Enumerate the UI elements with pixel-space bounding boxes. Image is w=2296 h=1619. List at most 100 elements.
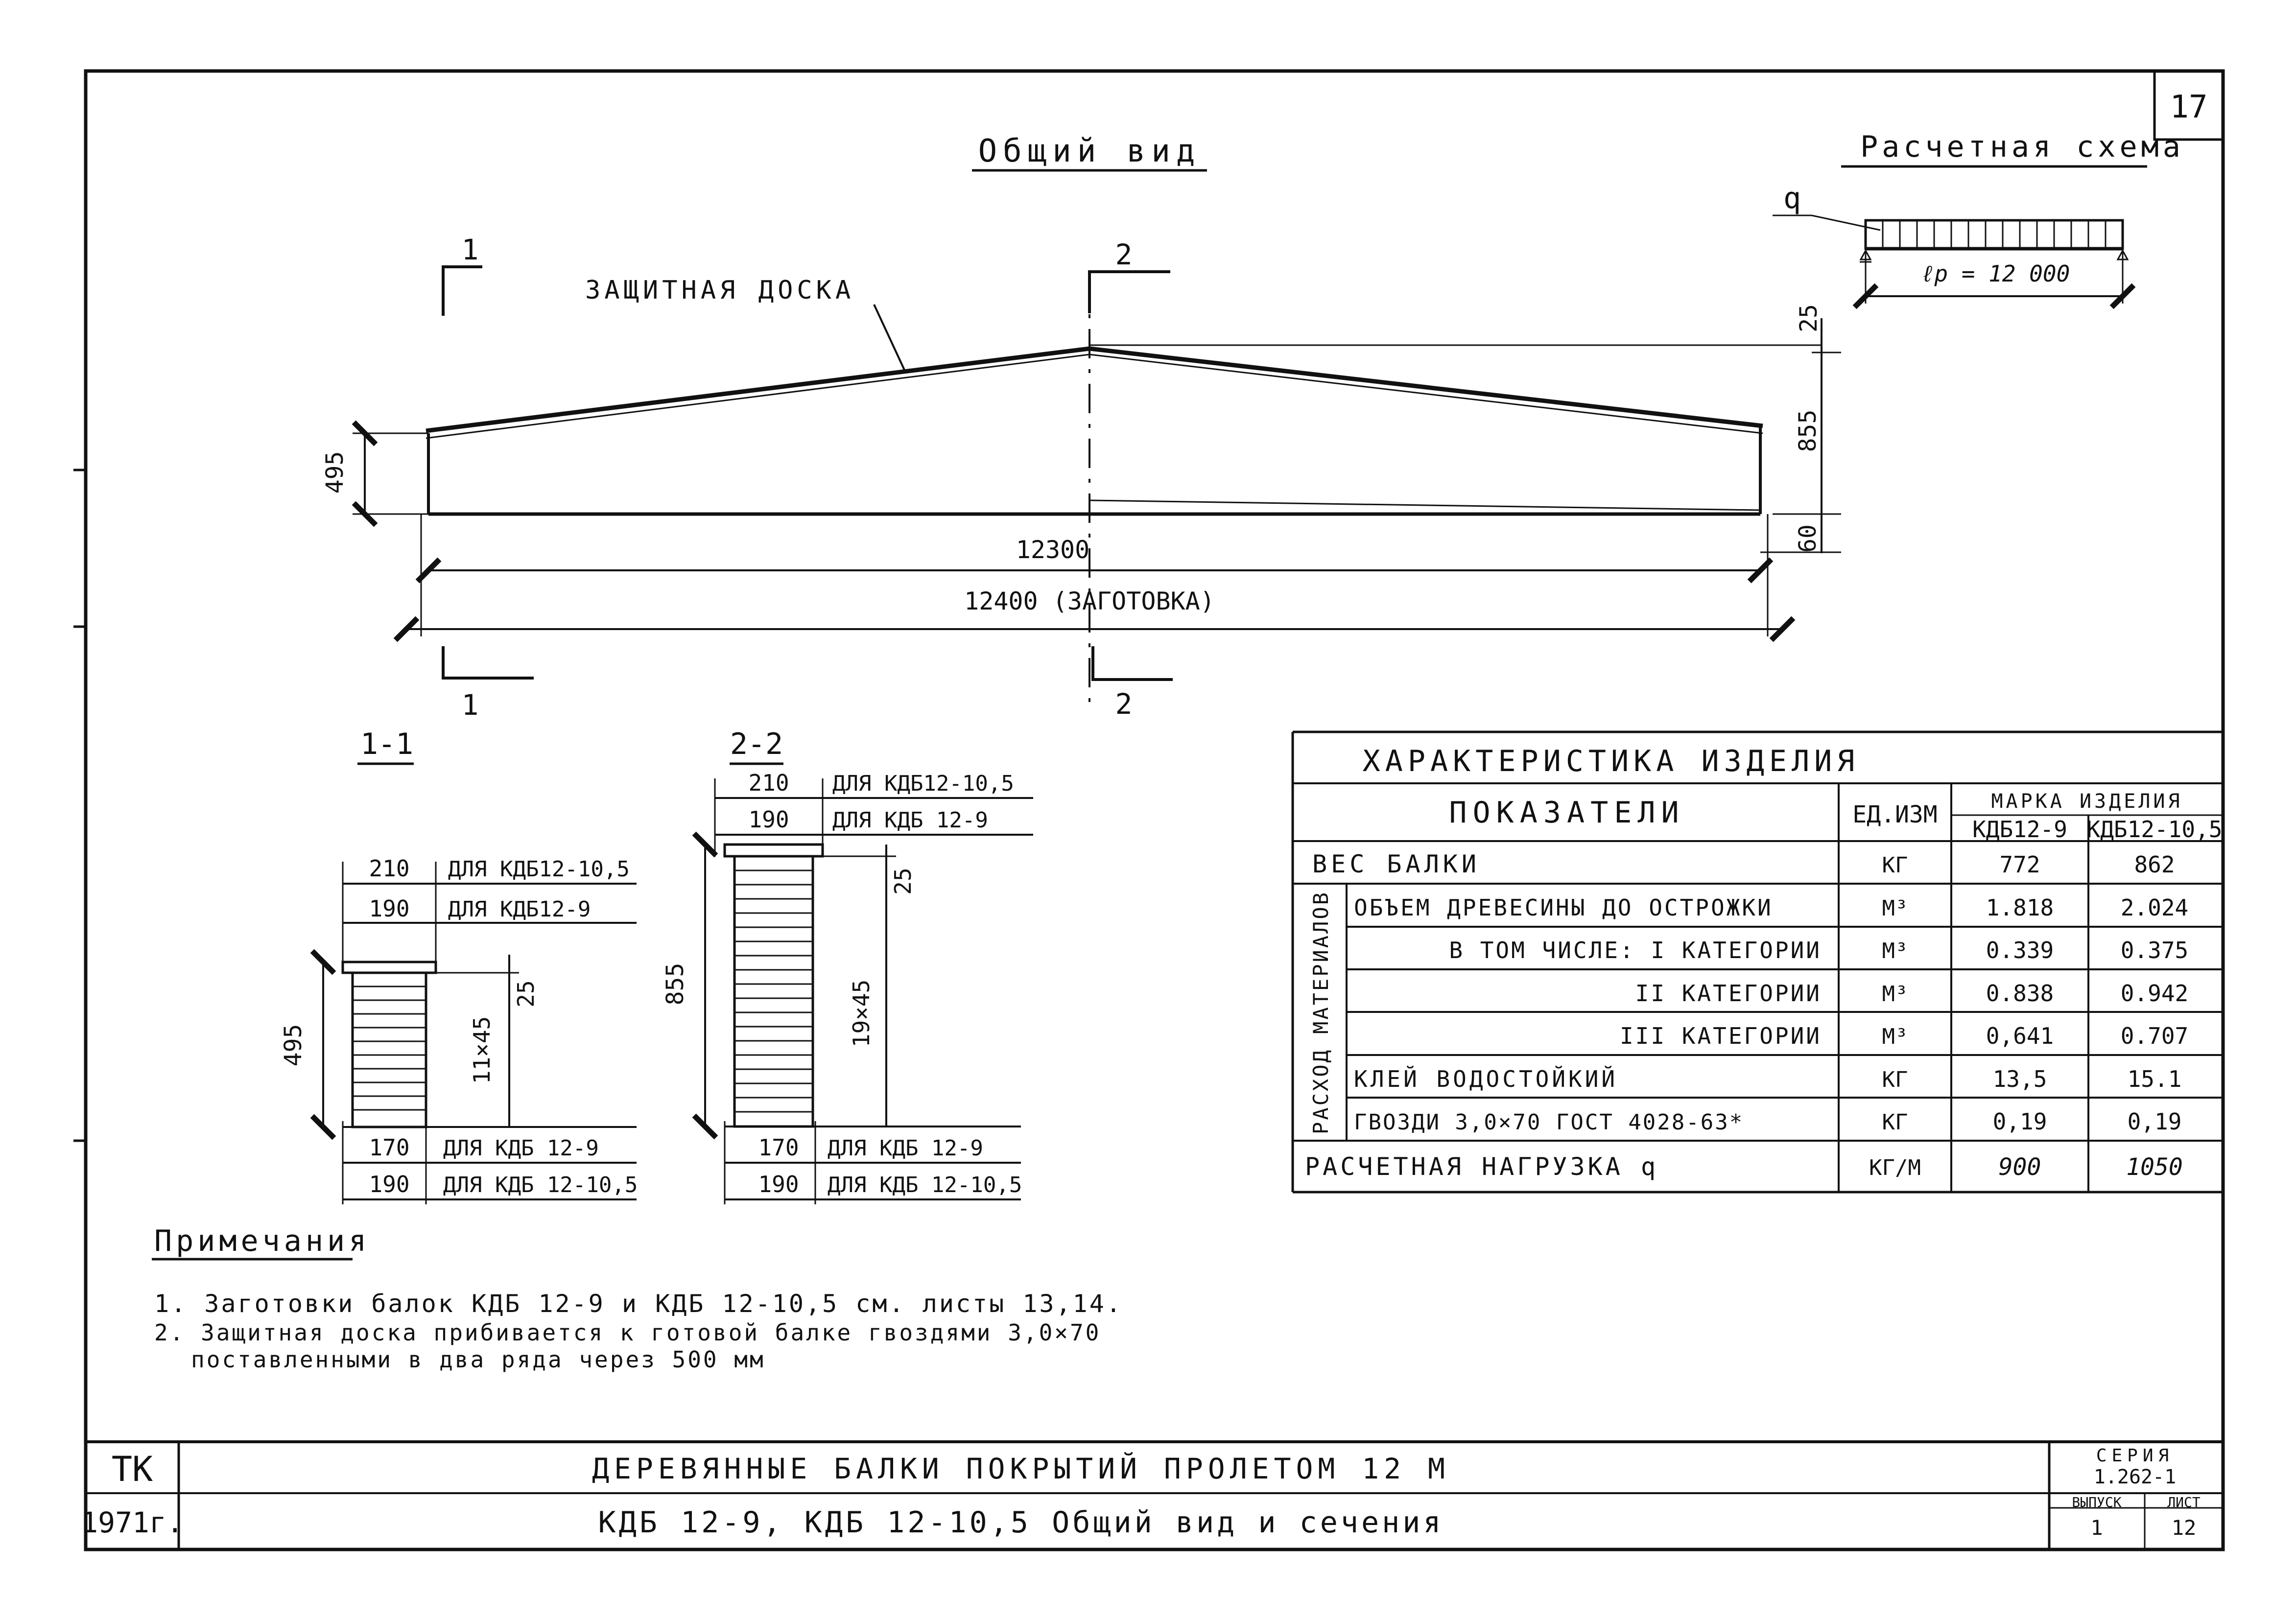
row-value-m1: 0.339 — [1986, 937, 2054, 963]
general-view-title: Общий вид — [978, 133, 1201, 169]
row-name: В ТОМ ЧИСЛЕ: I КАТЕГОРИИ — [1449, 937, 1822, 963]
row-unit: КГ/М — [1869, 1155, 1921, 1180]
row-unit: КГ — [1882, 853, 1908, 878]
section-2-2-height: 855 — [662, 963, 689, 1006]
beam-elevation — [426, 344, 1822, 516]
row-value-m1: 0,641 — [1986, 1023, 2054, 1049]
sheet-number: 17 — [2170, 89, 2207, 125]
section-2-2-layers: 19×45 — [848, 980, 875, 1047]
section-2-2-board: 25 — [890, 868, 916, 894]
section-1-1-rows-bottom: 170 ДЛЯ КДБ 12-9 190 ДЛЯ КДБ 12-10,5 — [342, 1121, 638, 1204]
characteristics-table — [1291, 730, 2223, 1194]
title-block-issue-label: ВЫПУСК — [2072, 1494, 2121, 1510]
title-block-series: 1.262-1 — [2094, 1466, 2177, 1488]
calc-scheme-title: Расчетная схема — [1860, 130, 2184, 164]
title-block-sheet-label: ЛИСТ — [2167, 1494, 2201, 1510]
row-name: ОБЪЕМ ДРЕВЕСИНЫ ДО ОСТРОЖКИ — [1354, 894, 1773, 921]
section-mark-1-bottom: 1 — [442, 646, 534, 722]
section-1-1-bottom-text: ДЛЯ КДБ 12-9 — [443, 1136, 599, 1161]
row-unit: М³ — [1882, 896, 1908, 921]
section-mark-2-top: 2 — [1088, 238, 1170, 313]
section-1-1-profile — [341, 961, 437, 1128]
protective-board-leader — [873, 304, 907, 374]
row-name: КЛЕЙ ВОДОСТОЙКИЙ — [1354, 1066, 1618, 1092]
row-name: ГВОЗДИ 3,0×70 ГОСТ 4028-63* — [1354, 1110, 1744, 1135]
section-2-2-profile — [723, 843, 824, 1128]
protective-board-top — [426, 346, 1763, 433]
dim-span: 12300 — [1016, 536, 1090, 564]
row-value-m2: 0.942 — [2121, 980, 2188, 1007]
section-2-2-bottom-text: ДЛЯ КДБ 12-9 — [828, 1136, 983, 1161]
section-2-2-rows-bottom: 170 ДЛЯ КДБ 12-9 190 ДЛЯ КДБ 12-10,5 — [724, 1121, 1022, 1204]
dim-left-height: 495 — [321, 451, 349, 494]
section-1-1-rows-top: 210 ДЛЯ КДБ12-10,5 190 ДЛЯ КДБ12-9 — [342, 855, 637, 972]
dim-bottom: 60 — [1794, 524, 1822, 553]
row-name: II КАТЕГОРИИ — [1635, 980, 1822, 1007]
section-2-2-top-text: ДЛЯ КДБ 12-9 — [832, 808, 988, 833]
row-value-m2: 0.707 — [2121, 1023, 2188, 1049]
section-2-2-top-dim: 190 — [748, 806, 789, 833]
section-mark-2-bottom: 2 — [1091, 646, 1173, 721]
row-value-m1: 0.838 — [1986, 980, 2054, 1007]
section-2-2-bottom-dim: 190 — [758, 1171, 799, 1197]
title-block-series-label: СЕРИЯ — [2096, 1446, 2174, 1466]
note-item: поставленными в два ряда через 500 мм — [191, 1346, 765, 1373]
row-unit: М³ — [1882, 982, 1908, 1007]
section-2-2-bottom-dim: 170 — [758, 1134, 799, 1161]
section-1-1-height: 495 — [280, 1024, 307, 1067]
notes-title: Примечания — [154, 1224, 370, 1258]
title-block-issue: 1 — [2090, 1516, 2103, 1540]
sheet-number-box — [2153, 71, 2223, 141]
section-1-1-top-dim: 210 — [369, 855, 409, 882]
protective-board-label: ЗАЩИТНАЯ ДОСКА — [585, 276, 854, 305]
row-value-m1: 13,5 — [1993, 1066, 2047, 1092]
row-value-m2: 2.024 — [2121, 894, 2188, 921]
section-1-1-bottom-text: ДЛЯ КДБ 12-10,5 — [443, 1173, 638, 1197]
svg-text:2: 2 — [1115, 687, 1133, 721]
characteristics-col-mark: МАРКА ИЗДЕЛИЯ — [1991, 790, 2182, 813]
svg-text:2: 2 — [1115, 238, 1133, 271]
title-block-year: 1971г. — [81, 1506, 184, 1539]
section-2-2-top-dim: 210 — [748, 770, 789, 796]
protective-board-bottom — [426, 353, 1763, 439]
svg-text:1: 1 — [462, 233, 479, 266]
section-1-1-bottom-dim: 170 — [369, 1134, 409, 1161]
calc-load-label: q — [1783, 181, 1801, 215]
row-value-m1: 900 — [1999, 1153, 2041, 1181]
dim-blank-length: 12400 (ЗАГОТОВКА) — [964, 587, 1215, 615]
row-value-m1: 1.818 — [1986, 894, 2054, 921]
row-value-m2: 15.1 — [2128, 1066, 2182, 1092]
dim-top-board: 25 — [1795, 304, 1823, 332]
section-2-2-top-text: ДЛЯ КДБ12-10,5 — [832, 771, 1014, 796]
row-value-m2: 862 — [2134, 851, 2175, 878]
section-1-1-layers: 11×45 — [469, 1016, 495, 1084]
characteristics-rows: ВЕС БАЛКИ КГ 772 862 ОБЪЕМ ДРЕВЕСИНЫ ДО … — [1305, 850, 2188, 1181]
section-1-1-top-text: ДЛЯ КДБ12-9 — [448, 897, 591, 922]
section-2-2-title: 2-2 — [730, 727, 783, 761]
row-value-m1: 772 — [1999, 851, 2040, 878]
characteristics-side-label: РАСХОД МАТЕРИАЛОВ — [1309, 891, 1333, 1134]
row-value-m2: 1050 — [2126, 1153, 2183, 1181]
beam-bottom-chord-inner — [1089, 499, 1761, 511]
calc-span-label: ℓр = 12 000 — [1921, 260, 2070, 287]
row-unit: КГ — [1882, 1110, 1908, 1135]
section-2-2-bottom-text: ДЛЯ КДБ 12-10,5 — [828, 1173, 1022, 1197]
row-unit: КГ — [1882, 1067, 1908, 1092]
row-unit: М³ — [1882, 1024, 1908, 1049]
section-1-1-board: 25 — [513, 980, 539, 1007]
note-item: 2. Защитная доска прибивается к готовой … — [154, 1319, 1101, 1346]
row-name: РАСЧЕТНАЯ НАГРУЗКА q — [1305, 1152, 1658, 1181]
section-1-1-top-text: ДЛЯ КДБ12-10,5 — [448, 857, 630, 882]
row-name: ВЕС БАЛКИ — [1312, 850, 1480, 878]
section-2-2-rows-top: 210 ДЛЯ КДБ12-10,5 190 ДЛЯ КДБ 12-9 — [714, 770, 1033, 857]
title-block-subtitle: КДБ 12-9, КДБ 12-10,5 Общий вид и сечени… — [598, 1505, 1444, 1540]
row-value-m2: 0.375 — [2121, 937, 2188, 963]
characteristics-col-m1: КДБ12-9 — [1972, 816, 2067, 843]
section-1-1-bottom-dim: 190 — [369, 1171, 409, 1197]
title-block-sheet: 12 — [2172, 1516, 2197, 1540]
characteristics-col-m2: КДБ12-10,5 — [2087, 816, 2223, 843]
title-block-title: ДЕРЕВЯННЫЕ БАЛКИ ПОКРЫТИЙ ПРОЛЕТОМ 12 М — [592, 1452, 1450, 1485]
section-mark-1-top: 1 — [442, 233, 482, 316]
section-1-1-title: 1-1 — [360, 727, 413, 761]
